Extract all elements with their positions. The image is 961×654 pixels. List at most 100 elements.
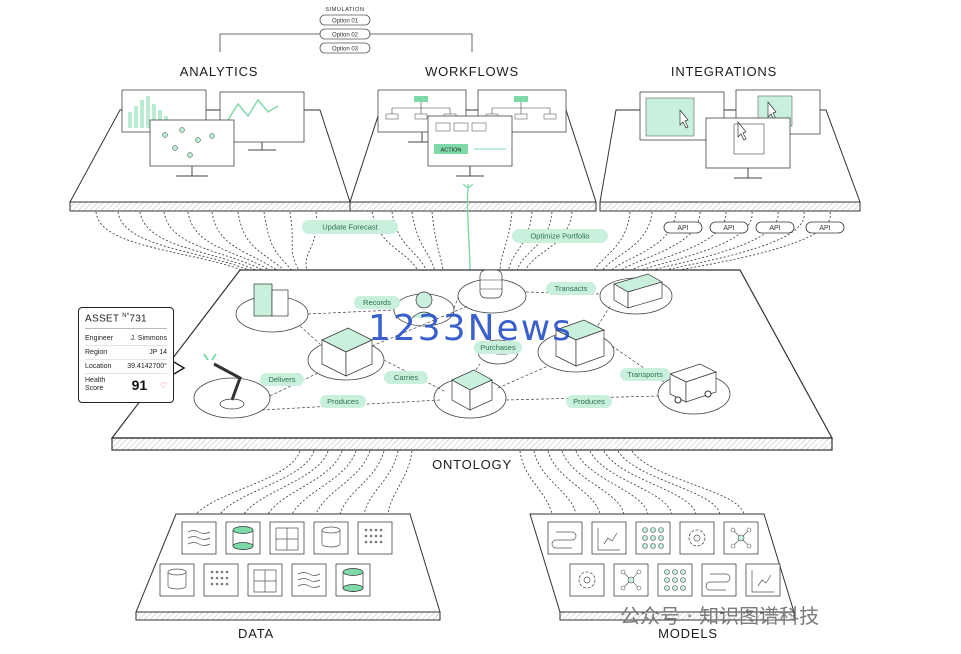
section-integrations: INTEGRATIONS xyxy=(671,64,777,79)
action-label: ACTION xyxy=(441,148,462,154)
flow-path-icon xyxy=(705,573,731,591)
hand-cursor-icon xyxy=(679,109,689,129)
relation-carries: Carries xyxy=(384,371,428,384)
warehouse-icon xyxy=(321,327,373,377)
flow-path-icon xyxy=(551,531,577,549)
api-tag-4: API xyxy=(805,221,845,234)
relation-produces-right: Produces xyxy=(566,395,612,408)
branch-icon xyxy=(462,183,474,189)
asset-card-pointer xyxy=(173,361,186,375)
data-tiles xyxy=(159,521,393,597)
workflows-monitor-front: ACTION xyxy=(427,115,513,177)
api-tag-2: API xyxy=(709,221,749,234)
svg-text:Produces: Produces xyxy=(573,397,605,406)
workflows-monitor-left xyxy=(377,89,467,143)
option-03[interactable]: Option 03 xyxy=(319,42,371,54)
server-icon xyxy=(479,269,503,299)
svg-text:Option 02: Option 02 xyxy=(332,33,359,39)
svg-text:Optimize Portfolio: Optimize Portfolio xyxy=(530,232,589,241)
relation-transacts: Transacts xyxy=(546,282,596,295)
grid-icon xyxy=(253,569,277,593)
simulation-title: SIMULATION xyxy=(325,7,364,13)
section-analytics: ANALYTICS xyxy=(180,64,258,79)
action-button[interactable] xyxy=(434,144,468,154)
workflow-green-cable xyxy=(466,187,471,276)
health-score-value: 91 xyxy=(131,377,148,394)
gear-icon xyxy=(688,529,706,547)
svg-text:Delivers: Delivers xyxy=(268,375,295,384)
news-watermark: 1233News xyxy=(368,308,573,349)
data-label: DATA xyxy=(238,626,274,641)
network-icon xyxy=(620,569,642,591)
relation-records: Records xyxy=(354,296,400,309)
wave-icon xyxy=(187,530,211,546)
store-icon xyxy=(555,319,605,367)
network-icon xyxy=(730,527,752,549)
svg-text:Transports: Transports xyxy=(627,370,663,379)
wave-icon xyxy=(297,572,321,588)
dot-matrix-icon xyxy=(210,570,229,586)
relation-transports: Transports xyxy=(620,368,670,381)
svg-text:Produces: Produces xyxy=(327,397,359,406)
simulation-panel: SIMULATION Option 01 Option 02 Option 03 xyxy=(219,7,473,54)
cables-integrations xyxy=(591,211,831,276)
gear-icon xyxy=(578,571,596,589)
pill-optimize-portfolio: Optimize Portfolio xyxy=(512,229,608,243)
scatter-plot-icon xyxy=(597,528,620,551)
node-grid-icon xyxy=(642,527,664,549)
truck-icon xyxy=(669,363,717,404)
asset-title: ASSET xyxy=(85,313,120,325)
svg-text:Option 01: Option 01 xyxy=(332,19,359,25)
cylinder-icon xyxy=(321,526,341,548)
option-01[interactable]: Option 01 xyxy=(319,14,371,26)
svg-text:Transacts: Transacts xyxy=(555,284,588,293)
option-02[interactable]: Option 02 xyxy=(319,28,371,40)
building-icon xyxy=(253,283,289,317)
node-grid-icon xyxy=(664,569,686,591)
grid-icon xyxy=(275,527,299,551)
integrations-monitor-front xyxy=(705,117,791,179)
asset-number: 731 xyxy=(129,313,147,325)
svg-text:Option 03: Option 03 xyxy=(332,47,359,53)
scatter-plot-icon xyxy=(751,570,774,593)
cables-workflows xyxy=(371,211,573,276)
cash-stack-icon xyxy=(613,273,663,309)
relation-purchases: Purchases xyxy=(474,341,522,354)
models-label: MODELS xyxy=(658,626,718,641)
database-icon xyxy=(342,568,364,592)
hand-cursor-icon xyxy=(737,121,747,141)
heart-icon: ♡ xyxy=(159,380,167,390)
cylinder-icon xyxy=(167,568,187,590)
pill-update-forecast: Update Forecast xyxy=(302,220,398,234)
model-tiles xyxy=(547,521,781,597)
svg-text:Records: Records xyxy=(363,298,391,307)
svg-text:Purchases: Purchases xyxy=(480,343,516,352)
section-workflows: WORKFLOWS xyxy=(425,64,519,79)
svg-text:API: API xyxy=(819,225,830,232)
asset-card-header: ASSET Nº731 xyxy=(85,313,167,330)
svg-text:API: API xyxy=(677,225,688,232)
svg-text:Carries: Carries xyxy=(394,373,418,382)
ontology-label: ONTOLOGY xyxy=(432,457,512,472)
box-icon xyxy=(451,369,493,411)
svg-text:Update Forecast: Update Forecast xyxy=(322,223,378,232)
simulation-connector xyxy=(219,33,473,52)
svg-text:API: API xyxy=(769,225,780,232)
database-icon xyxy=(232,526,254,550)
dot-matrix-icon xyxy=(364,528,383,544)
relation-delivers: Delivers xyxy=(260,373,304,386)
cables-models xyxy=(519,450,745,515)
cables-data xyxy=(195,450,413,515)
svg-text:API: API xyxy=(723,225,734,232)
asset-number-prefix: Nº xyxy=(122,313,130,319)
relation-produces-left: Produces xyxy=(320,395,366,408)
api-tag-3: API xyxy=(755,221,795,234)
api-tag-1: API xyxy=(663,221,703,234)
